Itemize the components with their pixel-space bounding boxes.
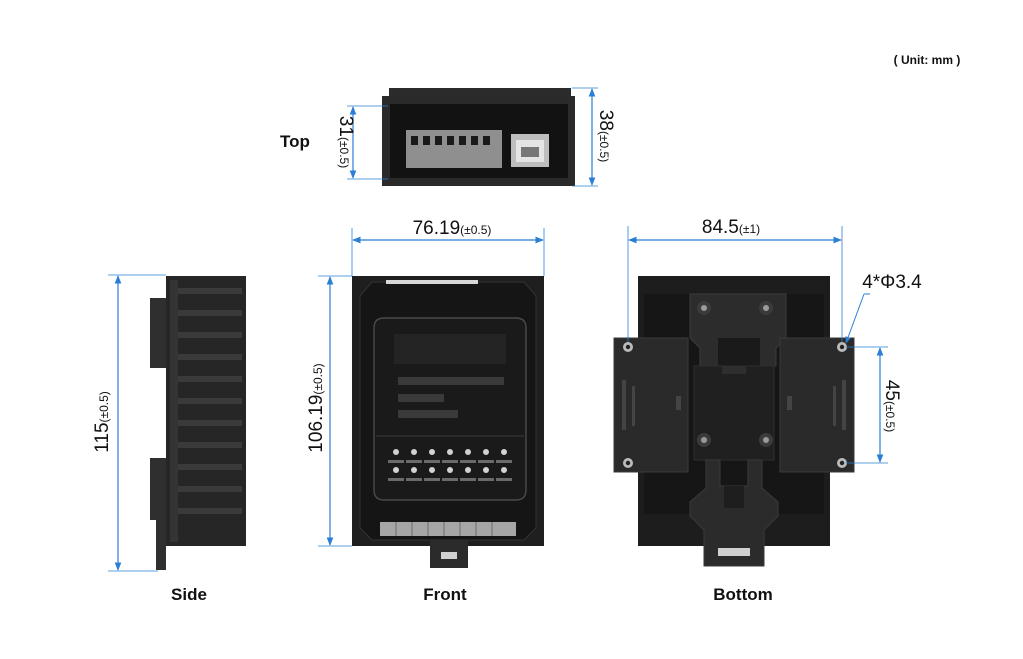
label-bottom: Bottom (713, 585, 772, 604)
side-fins (178, 288, 242, 514)
side-view: 115(±0.5) Side (92, 274, 246, 604)
dim-label-84-5: 84.5(±1) (702, 217, 760, 238)
top-view: 31(±0.5) 38(±0.5) Top (280, 87, 616, 187)
side-clip-lower (150, 458, 170, 520)
front-led-indicators (393, 449, 507, 473)
bottom-mount-holes (623, 342, 847, 468)
bottom-view: 84.5(±1) 45(±0.5) 4*Φ3.4 Bottom (613, 217, 922, 604)
side-body (166, 276, 246, 546)
hole-callout-leader (845, 293, 865, 344)
front-view: 76.19(±0.5) 106.19(±0.5) Front (306, 218, 545, 604)
front-top-highlight (386, 280, 478, 284)
top-view-rail (389, 88, 571, 98)
dim-label-76-19: 76.19(±0.5) (413, 218, 492, 239)
dim-label-115: 115(±0.5) (92, 391, 113, 453)
front-bottom-terminal (380, 522, 516, 536)
dim-label-106-19: 106.19(±0.5) (306, 363, 327, 452)
terminal-block (406, 130, 502, 168)
front-display (394, 334, 506, 364)
bottom-screws (697, 301, 773, 447)
terminal-slots (411, 136, 490, 145)
hole-callout-label: 4*Φ3.4 (862, 272, 922, 293)
label-front: Front (423, 585, 467, 604)
side-clip-upper (150, 298, 170, 368)
dim-label-31: 31(±0.5) (335, 116, 356, 168)
side-din-foot (156, 520, 166, 570)
unit-note: ( Unit: mm ) (894, 53, 961, 67)
bottom-left-ear (613, 337, 689, 473)
dim-label-38: 38(±0.5) (595, 110, 616, 162)
bottom-right-ear (779, 337, 855, 473)
label-side: Side (171, 585, 207, 604)
dim-label-45: 45(±0.5) (881, 380, 902, 432)
label-top: Top (280, 132, 310, 151)
